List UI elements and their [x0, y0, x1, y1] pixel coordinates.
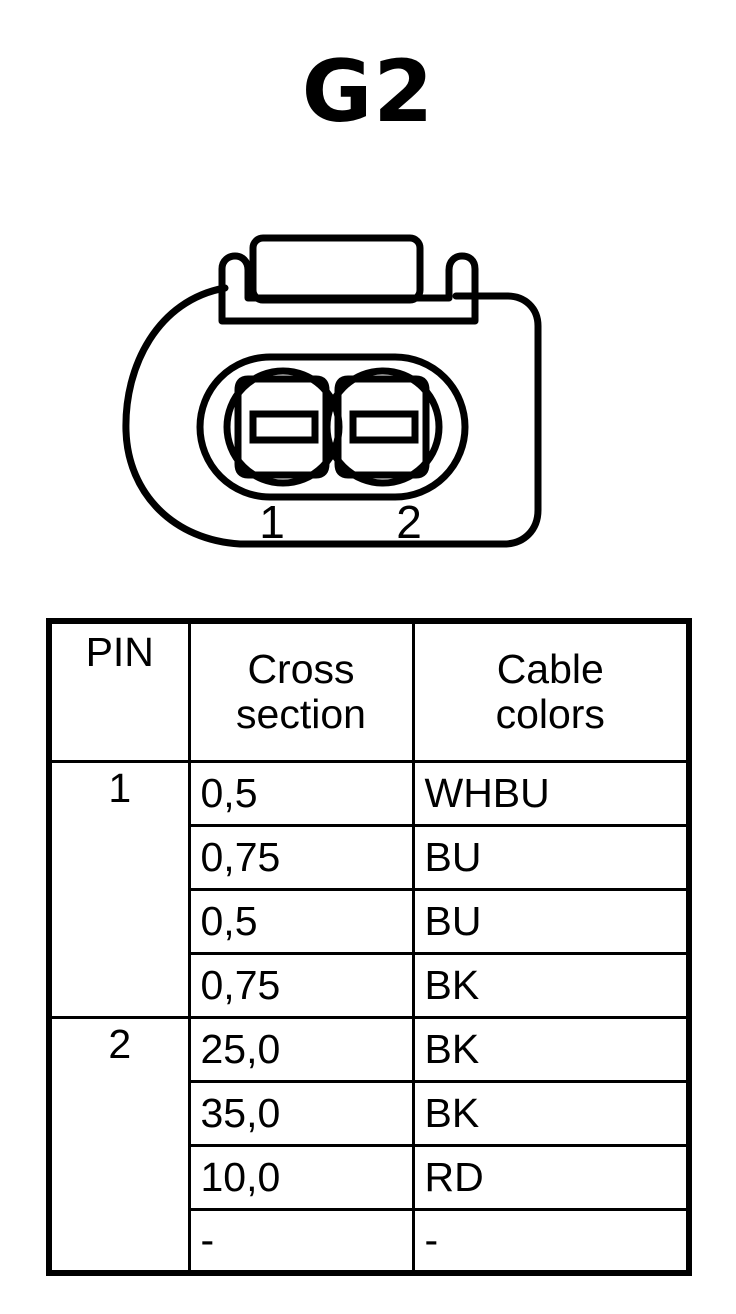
- cross-section-cell: 10,0: [187, 1143, 415, 1211]
- pin-socket-1-octagon: [234, 375, 330, 479]
- column-header-pin: PIN: [47, 619, 191, 763]
- cable-colors-cell: RD: [411, 1143, 691, 1211]
- pin-cavity-oval: [196, 353, 469, 501]
- column-header-cross-section-line1: Cross: [247, 646, 355, 693]
- cable-colors-cell: BU: [411, 887, 691, 955]
- table-header-row: PIN Cross section Cable colors: [47, 619, 691, 763]
- table-row: 35,0 BK: [49, 1079, 691, 1147]
- column-header-cable-colors-line2: colors: [495, 690, 605, 737]
- table-row: 2 25,0 BK: [47, 1015, 691, 1275]
- pin-socket-1-circle: [223, 367, 343, 487]
- table-row: 0,75 BK: [49, 951, 691, 1019]
- latch-bracket: [218, 252, 479, 325]
- pin-group-cell-1: 1: [47, 759, 191, 1019]
- table-row: - -: [49, 1207, 691, 1275]
- latch-tab: [249, 234, 424, 304]
- cable-colors-cell: BU: [411, 823, 691, 891]
- connector-title-text: G2: [301, 42, 435, 142]
- cross-section-cell: -: [187, 1207, 415, 1275]
- pin-socket-2: [323, 367, 443, 487]
- pin-socket-2-slot: [349, 410, 419, 444]
- column-header-cable-colors: Cable colors: [411, 619, 691, 763]
- table-row: 0,75 BU: [49, 823, 691, 891]
- pin-label-1: 1: [259, 496, 285, 548]
- pin-group-cell-2: 2: [47, 1015, 191, 1275]
- page-title: G2: [0, 46, 736, 138]
- cross-section-cell: 0,75: [187, 823, 415, 891]
- cross-section-cell: 0,5: [187, 759, 415, 827]
- pin-socket-1-slot: [249, 410, 319, 444]
- cross-section-cell: 0,75: [187, 951, 415, 1019]
- table-row: 1 0,5 WHBU: [47, 759, 691, 1019]
- table-row: 0,5 BU: [49, 887, 691, 955]
- column-header-cross-section-line2: section: [236, 690, 366, 737]
- pin-socket-2-circle: [323, 367, 443, 487]
- cross-section-cell: 25,0: [187, 1015, 415, 1083]
- pin-socket-2-octagon: [334, 375, 430, 479]
- cable-colors-cell: -: [411, 1207, 691, 1275]
- cross-section-cell: 0,5: [187, 887, 415, 955]
- connector-svg: 1 2: [122, 234, 542, 548]
- pinout-table-container: PIN Cross section Cable colors 1 0,5 WHB…: [46, 618, 692, 1276]
- cable-colors-cell: BK: [411, 951, 691, 1019]
- pin-socket-1: [223, 367, 343, 487]
- pin-label-2: 2: [396, 496, 422, 548]
- connector-body-outline: [122, 284, 542, 548]
- connector-diagram: 1 2: [104, 226, 574, 570]
- column-header-cable-colors-line1: Cable: [496, 646, 604, 693]
- cross-section-cell: 35,0: [187, 1079, 415, 1147]
- cable-colors-cell: WHBU: [411, 759, 691, 827]
- pinout-table: PIN Cross section Cable colors 1 0,5 WHB…: [46, 618, 692, 1276]
- table-row: 10,0 RD: [49, 1143, 691, 1211]
- cable-colors-cell: BK: [411, 1079, 691, 1147]
- column-header-cross-section: Cross section: [187, 619, 415, 763]
- cable-colors-cell: BK: [411, 1015, 691, 1083]
